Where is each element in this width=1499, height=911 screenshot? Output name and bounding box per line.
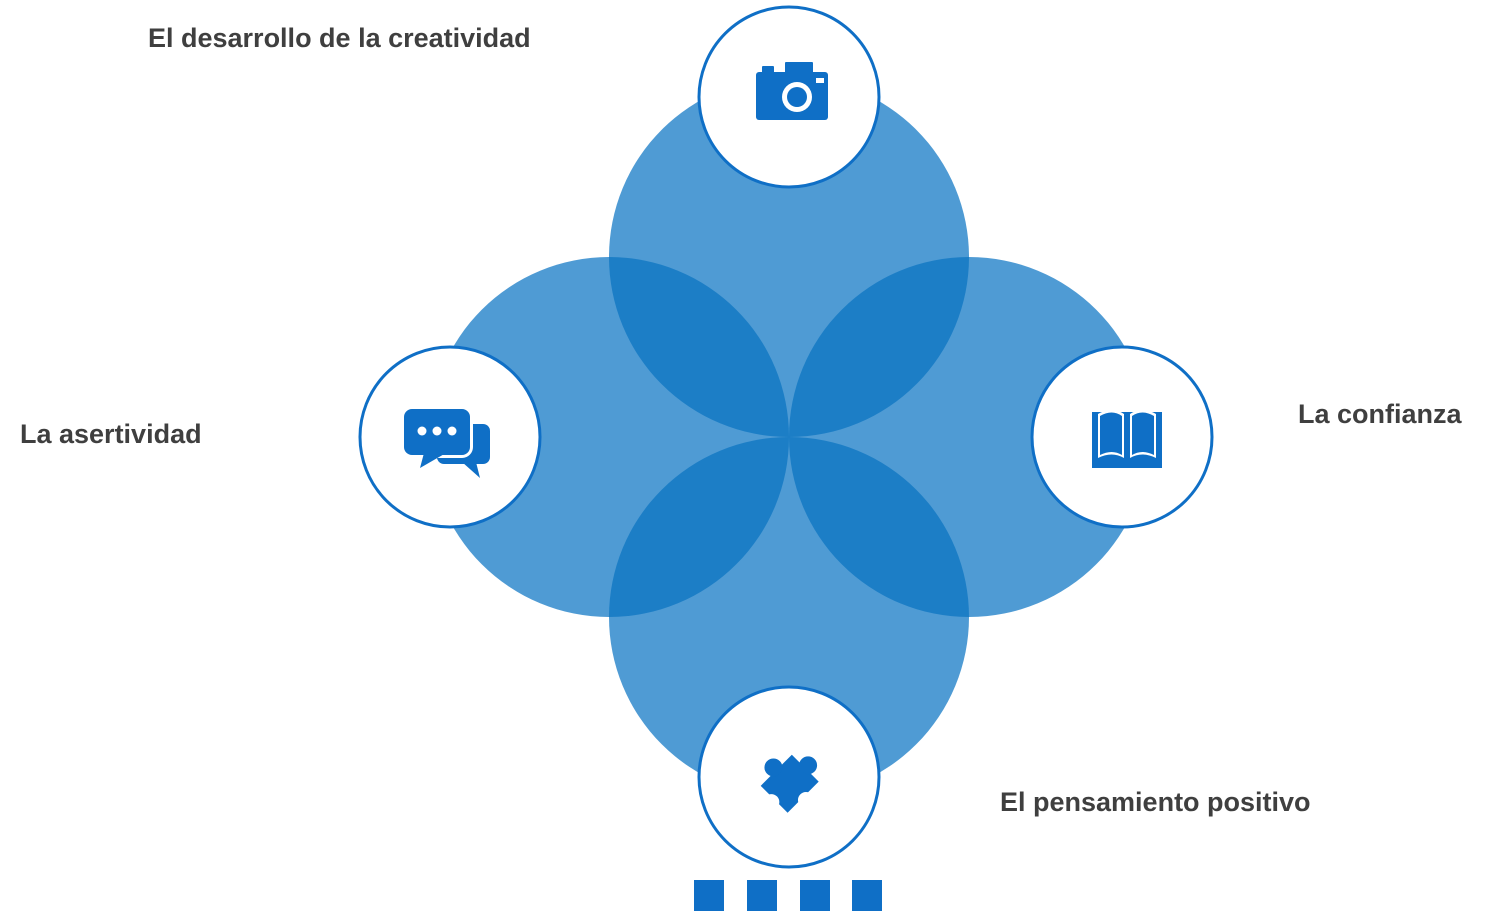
- overlap-top-left: [609, 257, 789, 437]
- item-label-confianza: La confianza: [1298, 399, 1462, 429]
- pager-dot-4[interactable]: [852, 880, 882, 911]
- badge-bottom: [697, 685, 881, 869]
- badge-top: [697, 5, 881, 189]
- overlap-top-right: [789, 257, 969, 437]
- item-label-pensamiento-positivo: El pensamiento positivo: [1000, 787, 1311, 817]
- open-book-icon: [1092, 410, 1162, 468]
- camera-icon: [756, 62, 828, 120]
- pager-dot-1[interactable]: [694, 880, 724, 911]
- overlap-bottom-right: [789, 437, 969, 617]
- chat-bubbles-icon: [401, 406, 490, 478]
- item-label-creatividad: El desarrollo de la creatividad: [148, 23, 531, 53]
- item-label-asertividad: La asertividad: [20, 419, 202, 449]
- badge-left: [358, 345, 542, 529]
- overlap-bottom-left: [609, 437, 789, 617]
- puzzle-piece-icon: [760, 754, 819, 813]
- pager-dot-3[interactable]: [800, 880, 830, 911]
- pager-dot-2[interactable]: [747, 880, 777, 911]
- badge-right: [1030, 345, 1214, 529]
